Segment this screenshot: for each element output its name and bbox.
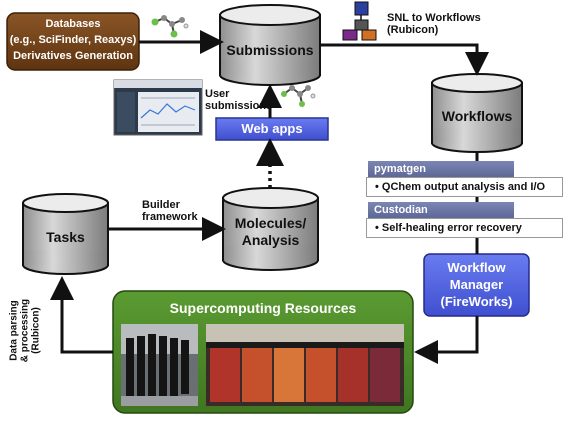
snl-line1: SNL to Workflows — [387, 12, 481, 24]
pymatgen-panel-item: • QChem output analysis and I/O — [366, 177, 563, 197]
submissions-label: Submissions — [226, 42, 314, 58]
user-submissions-line1: User — [205, 88, 230, 100]
user-submissions-label: User submissions — [205, 88, 272, 112]
snl-blocks-icon — [342, 1, 377, 41]
workflow-manager-line3: (FireWorks) — [440, 294, 513, 309]
tasks-label: Tasks — [46, 229, 85, 245]
snl-label: SNL to Workflows (Rubicon) — [387, 12, 481, 36]
molecule-icon — [281, 85, 316, 107]
user-submissions-line2: submissions — [205, 100, 273, 112]
workflows-label: Workflows — [441, 108, 513, 124]
molecule-icon — [151, 15, 189, 38]
hopper-supercomputer-photo — [206, 324, 404, 406]
arrow-submissions-workflows — [320, 43, 489, 76]
workflow-manager-line1: Workflow — [447, 260, 506, 275]
snl-line2: (Rubicon) — [387, 24, 439, 36]
workflow-manager-label: Workflow Manager (FireWorks) — [424, 259, 529, 310]
arrow-manager-supercomputing — [414, 316, 479, 364]
databases-label: Databases (e.g., SciFinder, Reaxys) Deri… — [7, 16, 139, 64]
workflows-cylinder — [431, 73, 523, 153]
web-apps-label: Web apps — [241, 121, 303, 136]
web-app-screenshot — [113, 79, 203, 136]
builder-framework-label: Builder framework — [142, 199, 198, 223]
data-parsing-line1: Data parsing — [8, 300, 20, 361]
custodian-panel-header: Custodian — [368, 202, 514, 218]
molecules-analysis-label: Molecules/ Analysis — [223, 215, 318, 249]
tasks-cylinder — [22, 193, 109, 275]
workflow-manager-line2: Manager — [449, 277, 504, 292]
databases-title: Databases — [45, 18, 101, 30]
datacenter-photo — [121, 324, 198, 406]
data-parsing-line2: & processing — [19, 298, 31, 363]
supercomputing-label: Supercomputing Resources — [169, 300, 357, 316]
pymatgen-panel-header: pymatgen — [368, 161, 514, 177]
custodian-panel-item: • Self-healing error recovery — [366, 218, 563, 238]
molecules-analysis-cylinder — [222, 187, 319, 271]
data-parsing-label: Data parsing & processing (Rubicon) — [9, 286, 42, 376]
builder-line2: framework — [142, 211, 198, 223]
data-parsing-line3: (Rubicon) — [30, 307, 42, 354]
analysis-line: Analysis — [241, 232, 300, 248]
arrow-supercomputing-tasks — [50, 276, 113, 354]
databases-generation: Derivatives Generation — [13, 50, 133, 62]
databases-examples: (e.g., SciFinder, Reaxys) — [9, 34, 137, 46]
builder-line1: Builder — [142, 199, 180, 211]
molecules-line: Molecules/ — [234, 215, 307, 231]
submissions-cylinder — [219, 4, 321, 86]
